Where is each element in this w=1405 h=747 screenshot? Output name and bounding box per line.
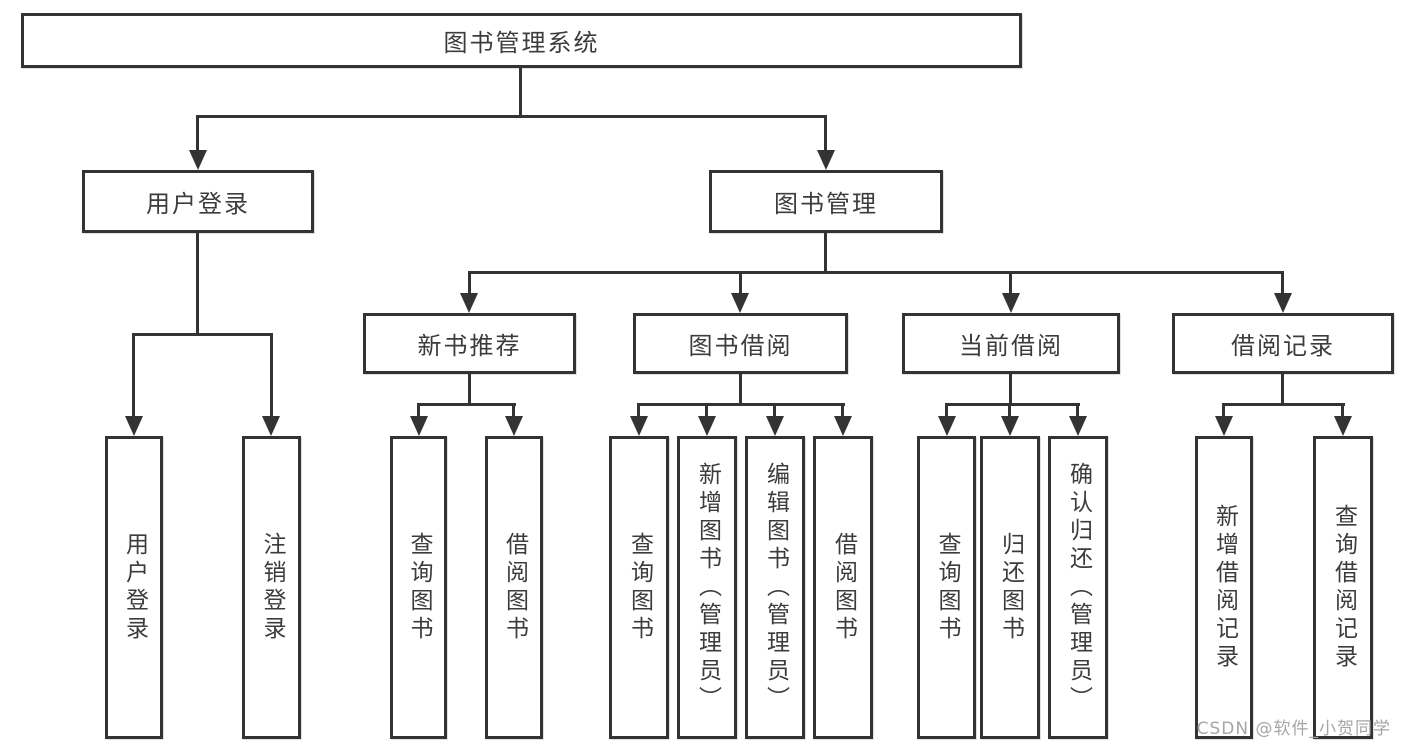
watermark: CSDN @软件_小贺同学 xyxy=(1196,719,1391,739)
node-leaf-add-borrow-record: 新增借阅记录 xyxy=(1195,436,1253,739)
node-leaf-query-book-3: 查询图书 xyxy=(917,436,976,739)
node-label: 编辑图书（管理员） xyxy=(762,461,789,714)
node-leaf-borrow-book-1: 借阅图书 xyxy=(485,436,543,739)
node-label: 查询图书 xyxy=(934,531,960,644)
node-borrow-record: 借阅记录 xyxy=(1172,313,1394,374)
node-leaf-user-login: 用户登录 xyxy=(105,436,163,739)
arrow-down-icon xyxy=(766,416,784,436)
node-label: 图书管理 xyxy=(774,190,878,218)
node-label: 当前借阅 xyxy=(959,332,1063,360)
connector-line xyxy=(196,231,199,335)
connector-line xyxy=(1009,271,1012,295)
arrow-down-icon xyxy=(505,416,523,436)
connector-line xyxy=(1281,271,1284,295)
connector-line xyxy=(824,231,827,274)
arrow-down-icon xyxy=(1334,416,1352,436)
connector-line xyxy=(1341,403,1344,418)
node-leaf-query-book-1: 查询图书 xyxy=(390,436,447,739)
connector-line xyxy=(637,403,845,406)
arrow-down-icon xyxy=(1274,293,1292,313)
node-label: 查询图书 xyxy=(626,531,653,644)
connector-line xyxy=(468,271,1284,274)
connector-line xyxy=(1222,403,1345,406)
connector-line xyxy=(417,403,420,418)
connector-line xyxy=(270,333,273,419)
node-label: 新增借阅记录 xyxy=(1211,503,1238,672)
arrow-down-icon xyxy=(731,293,749,313)
connector-line xyxy=(132,333,273,336)
node-current-borrow: 当前借阅 xyxy=(902,313,1120,374)
arrow-down-icon xyxy=(698,416,716,436)
node-label: 确认归还（管理员） xyxy=(1065,461,1092,714)
node-label: 图书借阅 xyxy=(688,332,793,360)
arrow-down-icon xyxy=(1002,293,1020,313)
node-label: 用户登录 xyxy=(121,531,148,644)
connector-line xyxy=(773,403,776,418)
connector-line xyxy=(739,372,742,406)
arrow-down-icon xyxy=(460,293,478,313)
node-label: 查询借阅记录 xyxy=(1330,503,1357,672)
arrow-down-icon xyxy=(125,416,143,436)
node-leaf-edit-book-admin: 编辑图书（管理员） xyxy=(745,436,805,739)
connector-line xyxy=(196,115,199,152)
node-root: 图书管理系统 xyxy=(21,13,1022,68)
connector-line xyxy=(945,403,948,418)
connector-line xyxy=(637,403,640,418)
connector-line xyxy=(196,115,827,118)
connector-line xyxy=(945,403,1080,406)
arrow-down-icon xyxy=(630,416,648,436)
connector-line xyxy=(1009,372,1012,406)
node-label: 借阅图书 xyxy=(830,531,857,644)
connector-line xyxy=(468,271,471,295)
arrow-down-icon xyxy=(189,150,207,170)
arrow-down-icon xyxy=(938,416,956,436)
node-leaf-query-borrow-record: 查询借阅记录 xyxy=(1313,436,1373,739)
node-label: 注销登录 xyxy=(259,531,285,644)
arrow-down-icon xyxy=(834,416,852,436)
connector-line xyxy=(739,271,742,295)
connector-line xyxy=(519,66,522,117)
node-label: 新书推荐 xyxy=(417,332,522,360)
node-book-borrow: 图书借阅 xyxy=(633,313,848,374)
node-leaf-query-book-2: 查询图书 xyxy=(609,436,669,739)
connector-line xyxy=(417,403,516,406)
node-leaf-logout: 注销登录 xyxy=(242,436,301,739)
node-user-login: 用户登录 xyxy=(82,170,314,233)
node-book-management: 图书管理 xyxy=(709,170,943,233)
node-root-label: 图书管理系统 xyxy=(443,29,600,57)
arrow-down-icon xyxy=(817,150,835,170)
node-new-book-recommend: 新书推荐 xyxy=(363,313,576,374)
node-leaf-borrow-book-2: 借阅图书 xyxy=(813,436,873,739)
connector-line xyxy=(1076,403,1079,418)
arrow-down-icon xyxy=(1069,416,1087,436)
node-label: 借阅图书 xyxy=(501,531,528,644)
connector-line xyxy=(705,403,708,418)
connector-line xyxy=(468,372,471,406)
node-label: 借阅记录 xyxy=(1231,332,1335,360)
node-leaf-return-book: 归还图书 xyxy=(980,436,1040,739)
connector-line xyxy=(512,403,515,418)
connector-line xyxy=(841,403,844,418)
node-label: 用户登录 xyxy=(146,190,250,218)
arrow-down-icon xyxy=(262,416,280,436)
arrow-down-icon xyxy=(1001,416,1019,436)
node-leaf-add-book-admin: 新增图书（管理员） xyxy=(677,436,737,739)
arrow-down-icon xyxy=(410,416,428,436)
connector-line xyxy=(132,333,135,419)
connector-line xyxy=(1281,372,1284,406)
node-label: 查询图书 xyxy=(406,531,432,644)
arrow-down-icon xyxy=(1215,416,1233,436)
connector-line xyxy=(1222,403,1225,418)
node-label: 新增图书（管理员） xyxy=(694,461,721,714)
connector-line xyxy=(1008,403,1011,418)
node-label: 归还图书 xyxy=(997,531,1024,644)
node-leaf-confirm-return-admin: 确认归还（管理员） xyxy=(1048,436,1108,739)
connector-line xyxy=(824,115,827,152)
